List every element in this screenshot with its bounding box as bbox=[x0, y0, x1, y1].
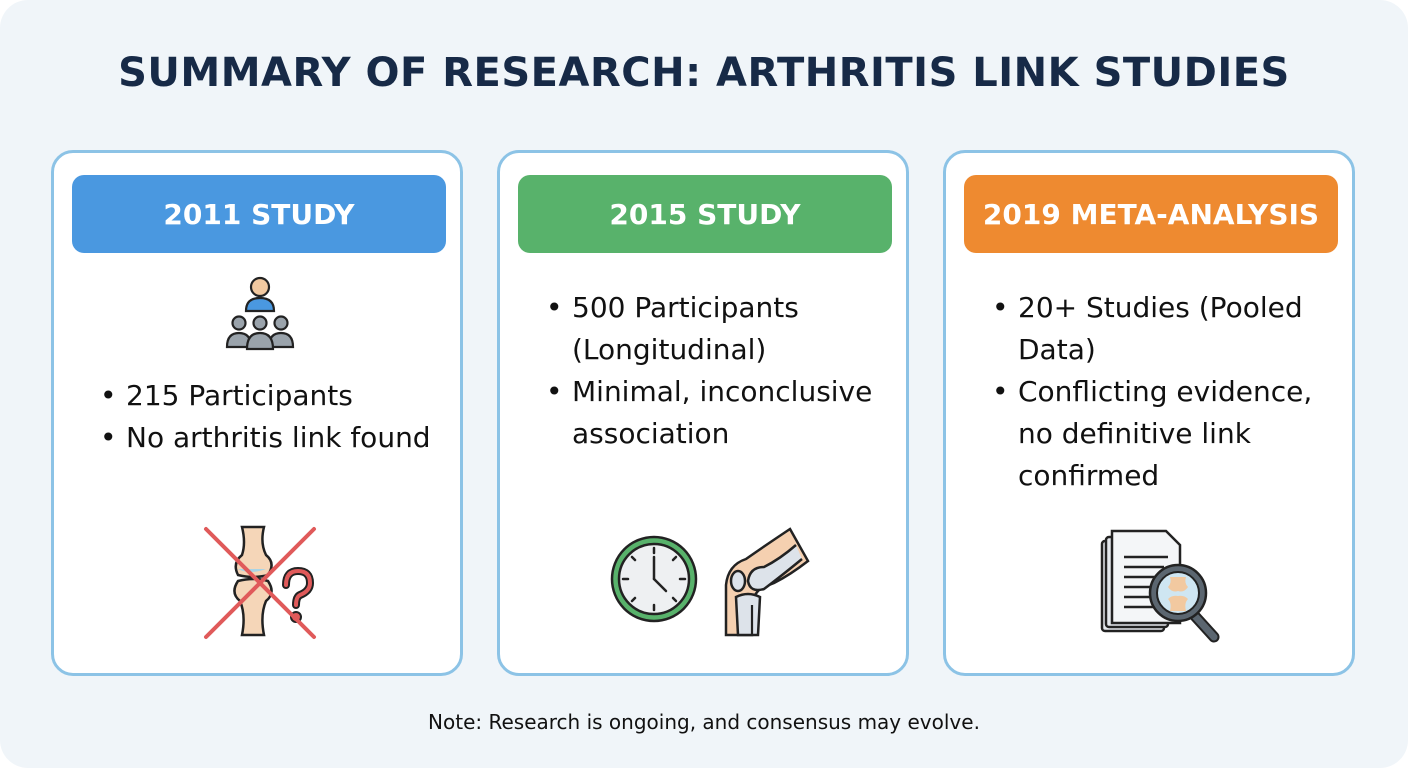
participants-group-icon bbox=[225, 276, 295, 351]
bullet-list-2011: 215 Participants No arthritis link found bbox=[100, 375, 450, 459]
bullet-item: No arthritis link found bbox=[100, 417, 450, 459]
card-header-2011: 2011 STUDY bbox=[72, 175, 446, 253]
bullet-item: 500 Participants (Longitudinal) bbox=[546, 287, 896, 371]
crossed-joint-question-icon bbox=[204, 525, 316, 639]
card-2015-study: 2015 STUDY 500 Participants (Longitudina… bbox=[497, 150, 909, 676]
card-2019-meta-analysis: 2019 META-ANALYSIS 20+ Studies (Pooled D… bbox=[943, 150, 1355, 676]
card-2011-study: 2011 STUDY 215 Participants No arthritis… bbox=[51, 150, 463, 676]
footnote: Note: Research is ongoing, and consensus… bbox=[428, 710, 980, 734]
bullet-item: Conflicting evidence, no definitive link… bbox=[992, 371, 1342, 497]
documents-magnifier-joint-icon bbox=[1100, 529, 1220, 643]
bullet-item: 20+ Studies (Pooled Data) bbox=[992, 287, 1342, 371]
clock-icon bbox=[610, 535, 698, 623]
bullet-list-2019: 20+ Studies (Pooled Data) Conflicting ev… bbox=[992, 287, 1342, 497]
card-header-2015: 2015 STUDY bbox=[518, 175, 892, 253]
knee-joint-icon bbox=[724, 527, 810, 637]
bullet-list-2015: 500 Participants (Longitudinal) Minimal,… bbox=[546, 287, 896, 455]
bullet-item: 215 Participants bbox=[100, 375, 450, 417]
page-title: SUMMARY OF RESEARCH: ARTHRITIS LINK STUD… bbox=[118, 50, 1290, 96]
bullet-item: Minimal, inconclusive association bbox=[546, 371, 896, 455]
card-header-2019: 2019 META-ANALYSIS bbox=[964, 175, 1338, 253]
